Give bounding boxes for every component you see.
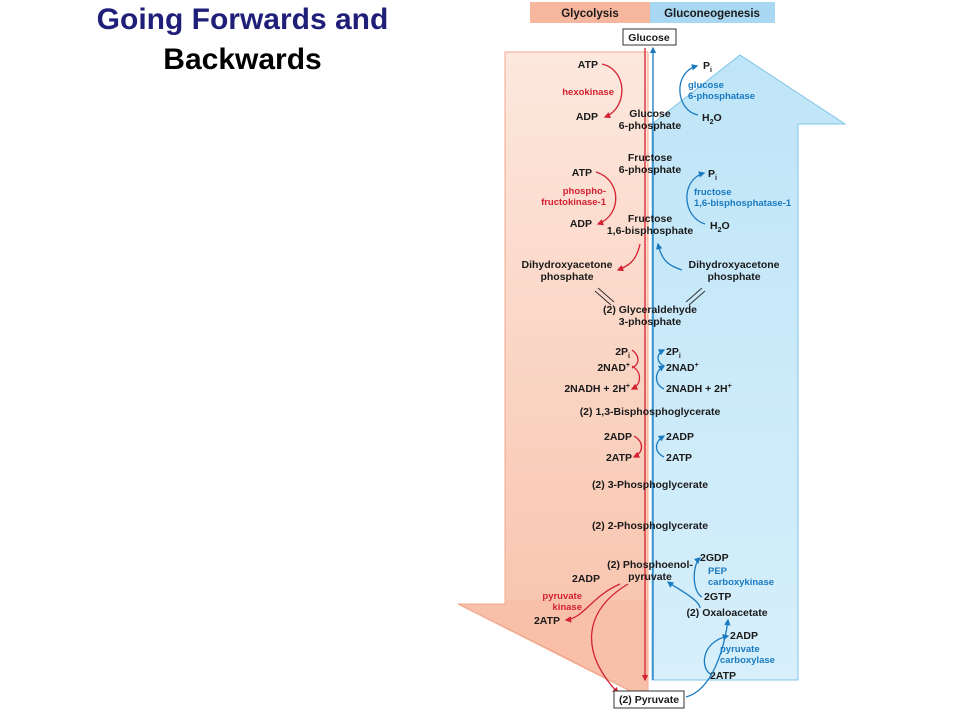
legend-gluconeogenesis: Gluconeogenesis [664, 8, 760, 20]
fbp-line-1: Fructose [628, 213, 673, 225]
pi-right: 2Pi [666, 346, 681, 360]
pyruvate-box [613, 690, 685, 709]
pk-main-arrow [590, 583, 629, 694]
pi-left: 2Pi [615, 346, 630, 360]
tpi-left-eq-2 [594, 290, 612, 306]
g6pase-line-1: glucose [688, 80, 724, 91]
tpi-right-eq-1 [685, 287, 703, 303]
nadh-right: 2NADH + 2H+ [666, 383, 732, 395]
adp-1: ADP [576, 111, 598, 123]
pi-1: Pi [703, 60, 712, 74]
gluconeogenesis-big-arrow [651, 54, 847, 681]
pg2-label: (2) 2-Phosphoglycerate [592, 520, 708, 532]
adp-pk: 2ADP [572, 573, 600, 585]
nad-left: 2NAD+ [597, 362, 630, 374]
pyruvate-label: (2) Pyruvate [619, 694, 679, 706]
oaa-label: (2) Oxaloacetate [686, 607, 767, 619]
pepck-main-arrow [666, 581, 701, 609]
pc-line-1: pyruvate [720, 644, 760, 655]
dhap-right-line-2: phosphate [707, 271, 760, 283]
hexokinase-arrow [601, 63, 623, 119]
gdp-label: 2GDP [700, 552, 729, 564]
gapdh-right-pi-arrow [657, 349, 666, 367]
atp-right-3: 2ATP [666, 452, 692, 464]
g3p-line-2: 3-phosphate [619, 316, 682, 328]
pfk-line-1: phospho- [563, 186, 606, 197]
aldolase-left-arrow [616, 243, 641, 272]
tpi-left-eq-1 [597, 287, 615, 303]
title-line-2: Backwards [163, 43, 322, 76]
pc-line-2: carboxylase [720, 655, 775, 666]
f6p-line-1: Fructose [628, 152, 673, 164]
dhap-right-line-1: Dihydroxyacetone [688, 259, 779, 271]
pk-cofactor-arrow [564, 583, 621, 623]
bpg-label: (2) 1,3-Bisphosphoglycerate [580, 406, 721, 418]
g3p-line-1: (2) Glyceraldehyde [603, 304, 697, 316]
fbpase-arrow [686, 171, 706, 225]
dhap-left-line-1: Dihydroxyacetone [521, 259, 612, 271]
atp-left-3: 2ATP [606, 452, 632, 464]
tpi-right-eq-2 [688, 290, 706, 306]
g6p-line-1: Glucose [629, 108, 671, 120]
glucose-box [622, 28, 677, 46]
legend-glycolysis-swatch [530, 2, 650, 23]
title-line-1: Going Forwards and [96, 3, 389, 36]
hexokinase-label: hexokinase [562, 87, 614, 98]
pc-cofactor-arrow [703, 633, 730, 676]
h2o-2: H2O [710, 220, 730, 234]
gapdh-right-nad-arrow [655, 365, 666, 390]
atp-2: ATP [572, 167, 592, 179]
g6pase-arrow [679, 64, 699, 116]
pk-line-1: pyruvate [542, 591, 582, 602]
dhap-left-line-2: phosphate [540, 271, 593, 283]
pep-line-1: (2) Phosphoenol- [607, 559, 693, 571]
atp-pk: 2ATP [534, 615, 560, 627]
pepck-line-2: carboxykinase [708, 577, 774, 588]
glycolysis-big-arrow [459, 51, 649, 701]
f6p-line-2: 6-phosphate [619, 164, 682, 176]
adp-left-3: 2ADP [604, 431, 632, 443]
gtp-label: 2GTP [704, 591, 731, 603]
pg3-label: (2) 3-Phosphoglycerate [592, 479, 708, 491]
glucose-label: Glucose [628, 32, 670, 44]
nadh-left: 2NADH + 2H+ [564, 383, 630, 395]
g6p-line-2: 6-phosphate [619, 120, 682, 132]
pepck-cofactor-arrow [693, 557, 703, 598]
aldolase-right-arrow [655, 242, 683, 271]
atp-pc: 2ATP [710, 670, 736, 682]
pc-main-arrow [685, 618, 731, 698]
legend-glycolysis: Glycolysis [561, 8, 619, 20]
g6pase-line-2: 6-phosphatase [688, 91, 755, 102]
pfk-arrow [595, 171, 617, 226]
h2o-1: H2O [702, 112, 722, 126]
fbpase-line-2: 1,6-bisphosphatase-1 [694, 198, 792, 209]
fbp-line-2: 1,6-bisphosphate [607, 225, 694, 237]
adp-2: ADP [570, 218, 592, 230]
adp-pc: 2ADP [730, 630, 758, 642]
pgk-left-arrow [632, 435, 643, 458]
pk-line-2: kinase [552, 602, 582, 613]
nad-right: 2NAD+ [666, 362, 699, 374]
legend-gluconeogenesis-swatch [650, 2, 775, 23]
adp-right-3: 2ADP [666, 431, 694, 443]
pepck-line-1: PEP [708, 566, 728, 577]
slide-title: Going Forwards and Backwards [30, 0, 455, 80]
pfk-line-2: fructokinase-1 [541, 197, 607, 208]
pep-line-2: pyruvate [628, 571, 672, 583]
atp-1: ATP [578, 59, 598, 71]
glycolysis-head-join [506, 600, 647, 608]
pgk-right-arrow [655, 435, 666, 458]
fbpase-line-1: fructose [694, 187, 731, 198]
pi-2: Pi [708, 168, 717, 182]
gapdh-left-nadh-arrow [630, 365, 641, 390]
